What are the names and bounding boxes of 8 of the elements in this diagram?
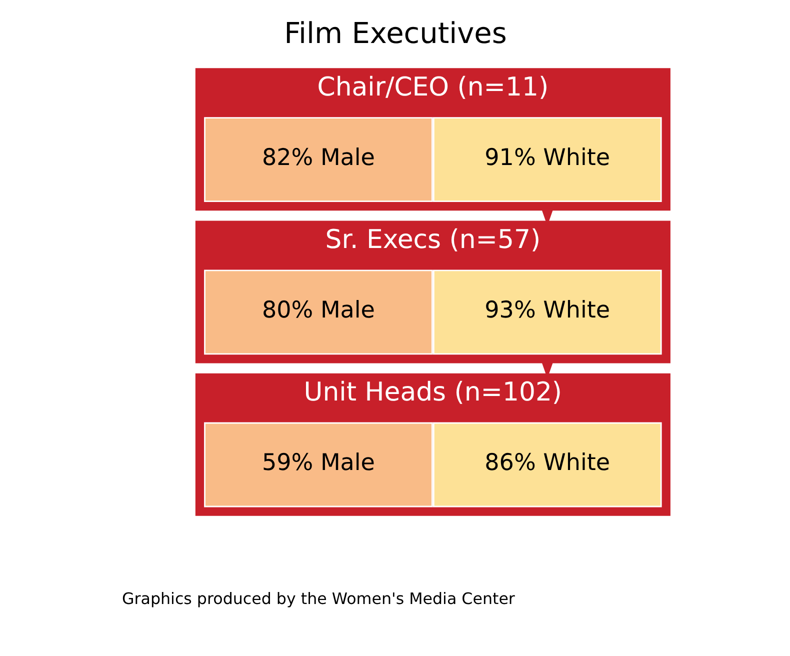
node-box: 91% White — [432, 117, 662, 202]
node-box: 80% Male — [204, 270, 432, 355]
node-box: 93% White — [432, 270, 662, 355]
diagram-title: Film Executives — [284, 16, 506, 50]
label: Graphics produced by the Women's Media Center — [122, 589, 514, 608]
node-box: 59% Male — [204, 422, 432, 508]
node-box: 82% Male — [204, 117, 432, 202]
node-box: 86% White — [432, 422, 662, 508]
